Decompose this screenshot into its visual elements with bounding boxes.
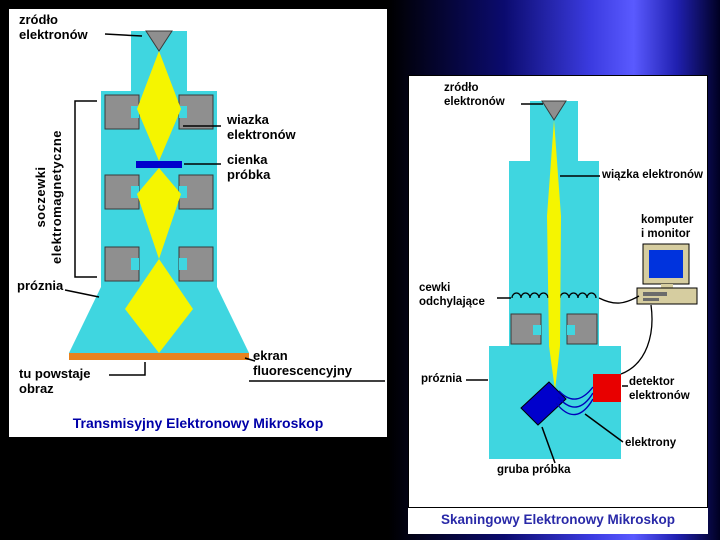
sem-label-detector: detektor elektronów — [629, 376, 690, 402]
lens-notch — [179, 258, 187, 270]
sem-thick-sample — [520, 381, 567, 426]
monitor-stand — [661, 284, 673, 288]
pointer-thick-sample — [541, 426, 556, 464]
tem-thin-sample — [136, 161, 182, 168]
sem-label-source: zródło elektronów — [444, 82, 505, 108]
sem-label-electrons: elektrony — [625, 437, 677, 449]
tem-lens-pair-2 — [104, 174, 214, 210]
keyboard-keys — [643, 292, 667, 296]
monitor-screen — [649, 250, 683, 278]
pointer-source — [104, 33, 143, 37]
electron-trajectory — [557, 392, 594, 408]
tem-lens-pair-3 — [104, 246, 214, 282]
lens-notch — [567, 325, 575, 335]
electron-trajectory — [555, 398, 594, 416]
tem-beam-middle — [137, 168, 181, 259]
pointer-screen — [244, 357, 256, 362]
sem-label-beam: wiązka elektronów — [602, 169, 703, 181]
pointer-electrons — [584, 413, 624, 443]
pointer-vacuum — [64, 289, 100, 298]
keyboard-keys — [643, 298, 659, 301]
sem-title: Skaningowy Elektronowy Mikroskop — [408, 508, 708, 534]
tem-label-vacuum: próznia — [17, 278, 64, 293]
lens-notch — [131, 186, 139, 198]
electron-trajectory — [558, 386, 594, 400]
tem-panel: zródło elektronów soczewki elektromagnet… — [8, 8, 388, 438]
tem-beam-lower — [125, 259, 193, 353]
sem-label-coils: cewki odchylające — [419, 282, 485, 308]
lens-notch — [533, 325, 541, 335]
sem-electron-source — [541, 100, 567, 121]
sem-label-vacuum: próznia — [421, 373, 462, 385]
tem-label-lenses: soczewki elektromagnetyczne — [33, 130, 65, 264]
lens-notch — [131, 258, 139, 270]
tem-fluorescent-screen — [69, 353, 249, 360]
tem-lens-pair-1 — [104, 94, 214, 130]
sem-diagram — [466, 100, 698, 464]
tem-label-screen: ekran fluorescencyjny — [253, 348, 352, 378]
tem-label-thin-sample: cienka próbka — [227, 152, 271, 182]
lens-bracket — [74, 100, 97, 278]
tem-label-beam: wiazka elektronów — [227, 112, 296, 142]
cable-detector-to-computer — [620, 304, 653, 375]
pointer-image — [109, 362, 146, 376]
sem-panel: zródło elektronów wiązka elektronów komp… — [408, 75, 708, 508]
sem-coil-right — [559, 292, 597, 299]
tem-title: Transmisyjny Elektronowy Mikroskop — [72, 415, 324, 431]
lens-notch — [131, 106, 139, 118]
lens-notch — [179, 106, 187, 118]
sem-label-thick-sample: gruba próbka — [497, 464, 571, 476]
sem-label-computer: komputer i monitor — [641, 214, 694, 240]
tem-diagram — [64, 30, 385, 382]
tem-beam-upper — [137, 51, 181, 161]
tem-electron-source — [145, 30, 173, 52]
sem-beam — [547, 120, 561, 390]
tem-label-source: zródło elektronów — [19, 12, 88, 42]
lens-notch — [179, 186, 187, 198]
sem-detector — [593, 374, 621, 402]
sem-lens-pair — [510, 313, 598, 345]
cable-column-to-computer — [598, 295, 640, 304]
computer-icon — [636, 243, 698, 305]
tem-label-image: tu powstaje obraz — [19, 366, 91, 396]
sem-coil-left — [511, 292, 549, 299]
